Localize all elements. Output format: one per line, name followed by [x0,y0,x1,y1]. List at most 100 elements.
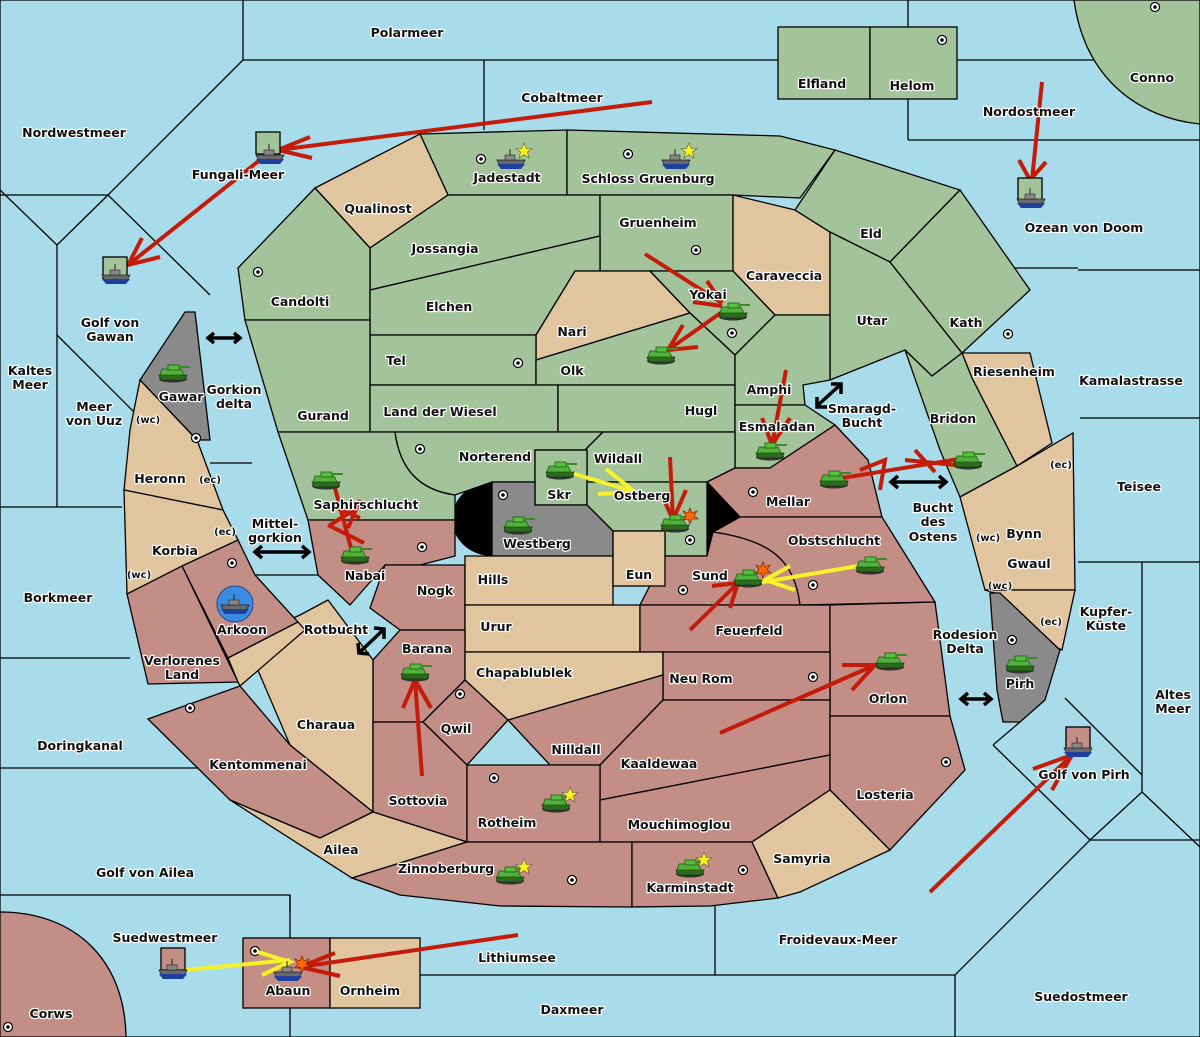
label-schloss-gruenburg: Schloss Gruenburg [581,171,714,186]
label-kentommenai: Kentommenai [209,757,307,772]
label-feuerfeld: Feuerfeld [715,623,782,638]
label-orlon: Orlon [869,691,908,706]
label-sottovia: Sottovia [389,793,448,808]
label-pirh: Pirh [1006,676,1035,691]
fleet-ozean-von-doom[interactable] [1016,177,1046,209]
fleet-suedwestmeer[interactable] [158,947,188,980]
label-neu-rom: Neu Rom [669,671,732,686]
label-nordostmeer: Nordostmeer [983,104,1076,119]
supply-center-dot [811,675,815,679]
label-riesenheim: Riesenheim [973,364,1055,379]
label-mittelgorkion: Mittel- [252,516,299,531]
label-bridon: Bridon [930,411,976,426]
region-eun[interactable] [612,530,666,587]
region-bridon[interactable] [904,349,1018,498]
label-obstschlucht: Obstschlucht [788,533,880,548]
supply-center-dot [694,248,698,252]
label-urur: Urur [480,619,512,634]
supply-center-dot [681,588,685,592]
label-tel: Tel [386,353,406,368]
fleet-arkoon[interactable] [216,585,254,623]
supply-centers [2,1,1161,1033]
region-candolti[interactable] [237,187,371,321]
region-kath[interactable] [889,188,1031,354]
label-hugl: Hugl [685,403,718,418]
supply-center-dot [626,152,630,156]
label-chapablublek: Chapablublek [476,665,573,680]
label-kaaldewaa: Kaaldewaa [621,756,698,771]
label-nilldall: Nilldall [551,742,600,757]
label-kupfer-kueste-2: Küste [1086,618,1126,633]
label-saphirschlucht: Saphirschlucht [314,497,419,512]
region-ailea[interactable] [229,799,470,879]
label-altes-meer: Altes [1155,687,1191,702]
fleet-golf-von-gawan[interactable] [101,256,131,285]
supply-center-dot [751,490,755,494]
label-land-der-wiesel: Land der Wiesel [383,404,496,419]
label-rodesion-delta-2: Delta [946,641,984,656]
fleet-golf-von-pirh[interactable] [1063,726,1093,758]
supply-center-dot [188,706,192,710]
supply-center-dot [516,361,520,365]
canal-arrow-rotbucht [356,626,386,656]
label-kath: Kath [950,315,983,330]
label-qwil: Qwil [441,721,472,736]
label-sund: Sund [692,568,728,583]
label-cobaltmeer: Cobaltmeer [521,90,603,105]
region-bynn[interactable] [959,431,1076,591]
fleet-fungali-meer[interactable] [255,131,285,165]
supply-center-dot [492,776,496,780]
west-gate [452,482,492,556]
label-lithiumsee: Lithiumsee [478,950,556,965]
region-samyria[interactable] [751,789,892,899]
supply-center-dot [811,583,815,587]
region-corws[interactable] [0,911,127,1037]
coast-gawar-wc: (wc) [136,415,160,426]
label-ozean-von-doom: Ozean von Doom [1025,220,1144,235]
label-mouchimoglou: Mouchimoglou [628,817,731,832]
label-conno: Conno [1130,70,1175,85]
region-conno[interactable] [1073,0,1200,125]
supply-center-dot [479,157,483,161]
label-candolti: Candolti [271,294,330,309]
supply-center-dot [418,447,422,451]
label-fungali-meer: Fungali-Meer [192,167,285,182]
label-utar: Utar [857,313,889,328]
region-gruenheim[interactable] [599,194,734,272]
label-golf-von-ailea: Golf von Ailea [96,865,194,880]
order-move-fungali-gawan [124,150,272,269]
region-schloss-gruenburg[interactable] [566,129,837,199]
label-golf-von-gawan: Golf von [81,315,140,330]
supply-center-dot [570,878,574,882]
coast-gwaul-wc: (wc) [988,581,1012,592]
region-rotheim[interactable] [466,764,601,843]
coast-bynn-wc: (wc) [976,533,1000,544]
region-losteria[interactable] [829,715,966,851]
label-froidevaux-meer: Froidevaux-Meer [779,932,898,947]
order-support-skr-ostberg [567,467,637,496]
label-doringkanal: Doringkanal [37,738,123,753]
label-meer-von-uuz-2: von Uuz [66,413,122,428]
label-bucht-des-ostens-3: Ostens [909,529,958,544]
label-losteria: Losteria [856,787,913,802]
label-zinnoberburg: Zinnoberburg [398,861,494,876]
label-gurand: Gurand [297,408,349,423]
label-smaragd-bucht: Smaragd- [828,401,896,416]
canal-arrow-gorkion [205,331,243,345]
canal-arrow-mittelgorkion [252,544,312,560]
supply-center-dot [940,38,944,42]
label-ailea: Ailea [323,842,358,857]
region-karminstadt[interactable] [631,841,779,908]
canal-markers [205,331,994,707]
supply-center-dot [253,949,257,953]
label-eld: Eld [860,226,882,241]
label-skr: Skr [547,487,571,502]
label-altes-meer-2: Meer [1155,701,1191,716]
label-elchen: Elchen [426,299,473,314]
supply-center-dot [741,868,745,872]
label-gorkion-delta-2: delta [216,396,252,411]
label-verlorenes-land: Verlorenes [144,653,220,668]
supply-center-dot [194,436,198,440]
label-daxmeer: Daxmeer [540,1002,604,1017]
